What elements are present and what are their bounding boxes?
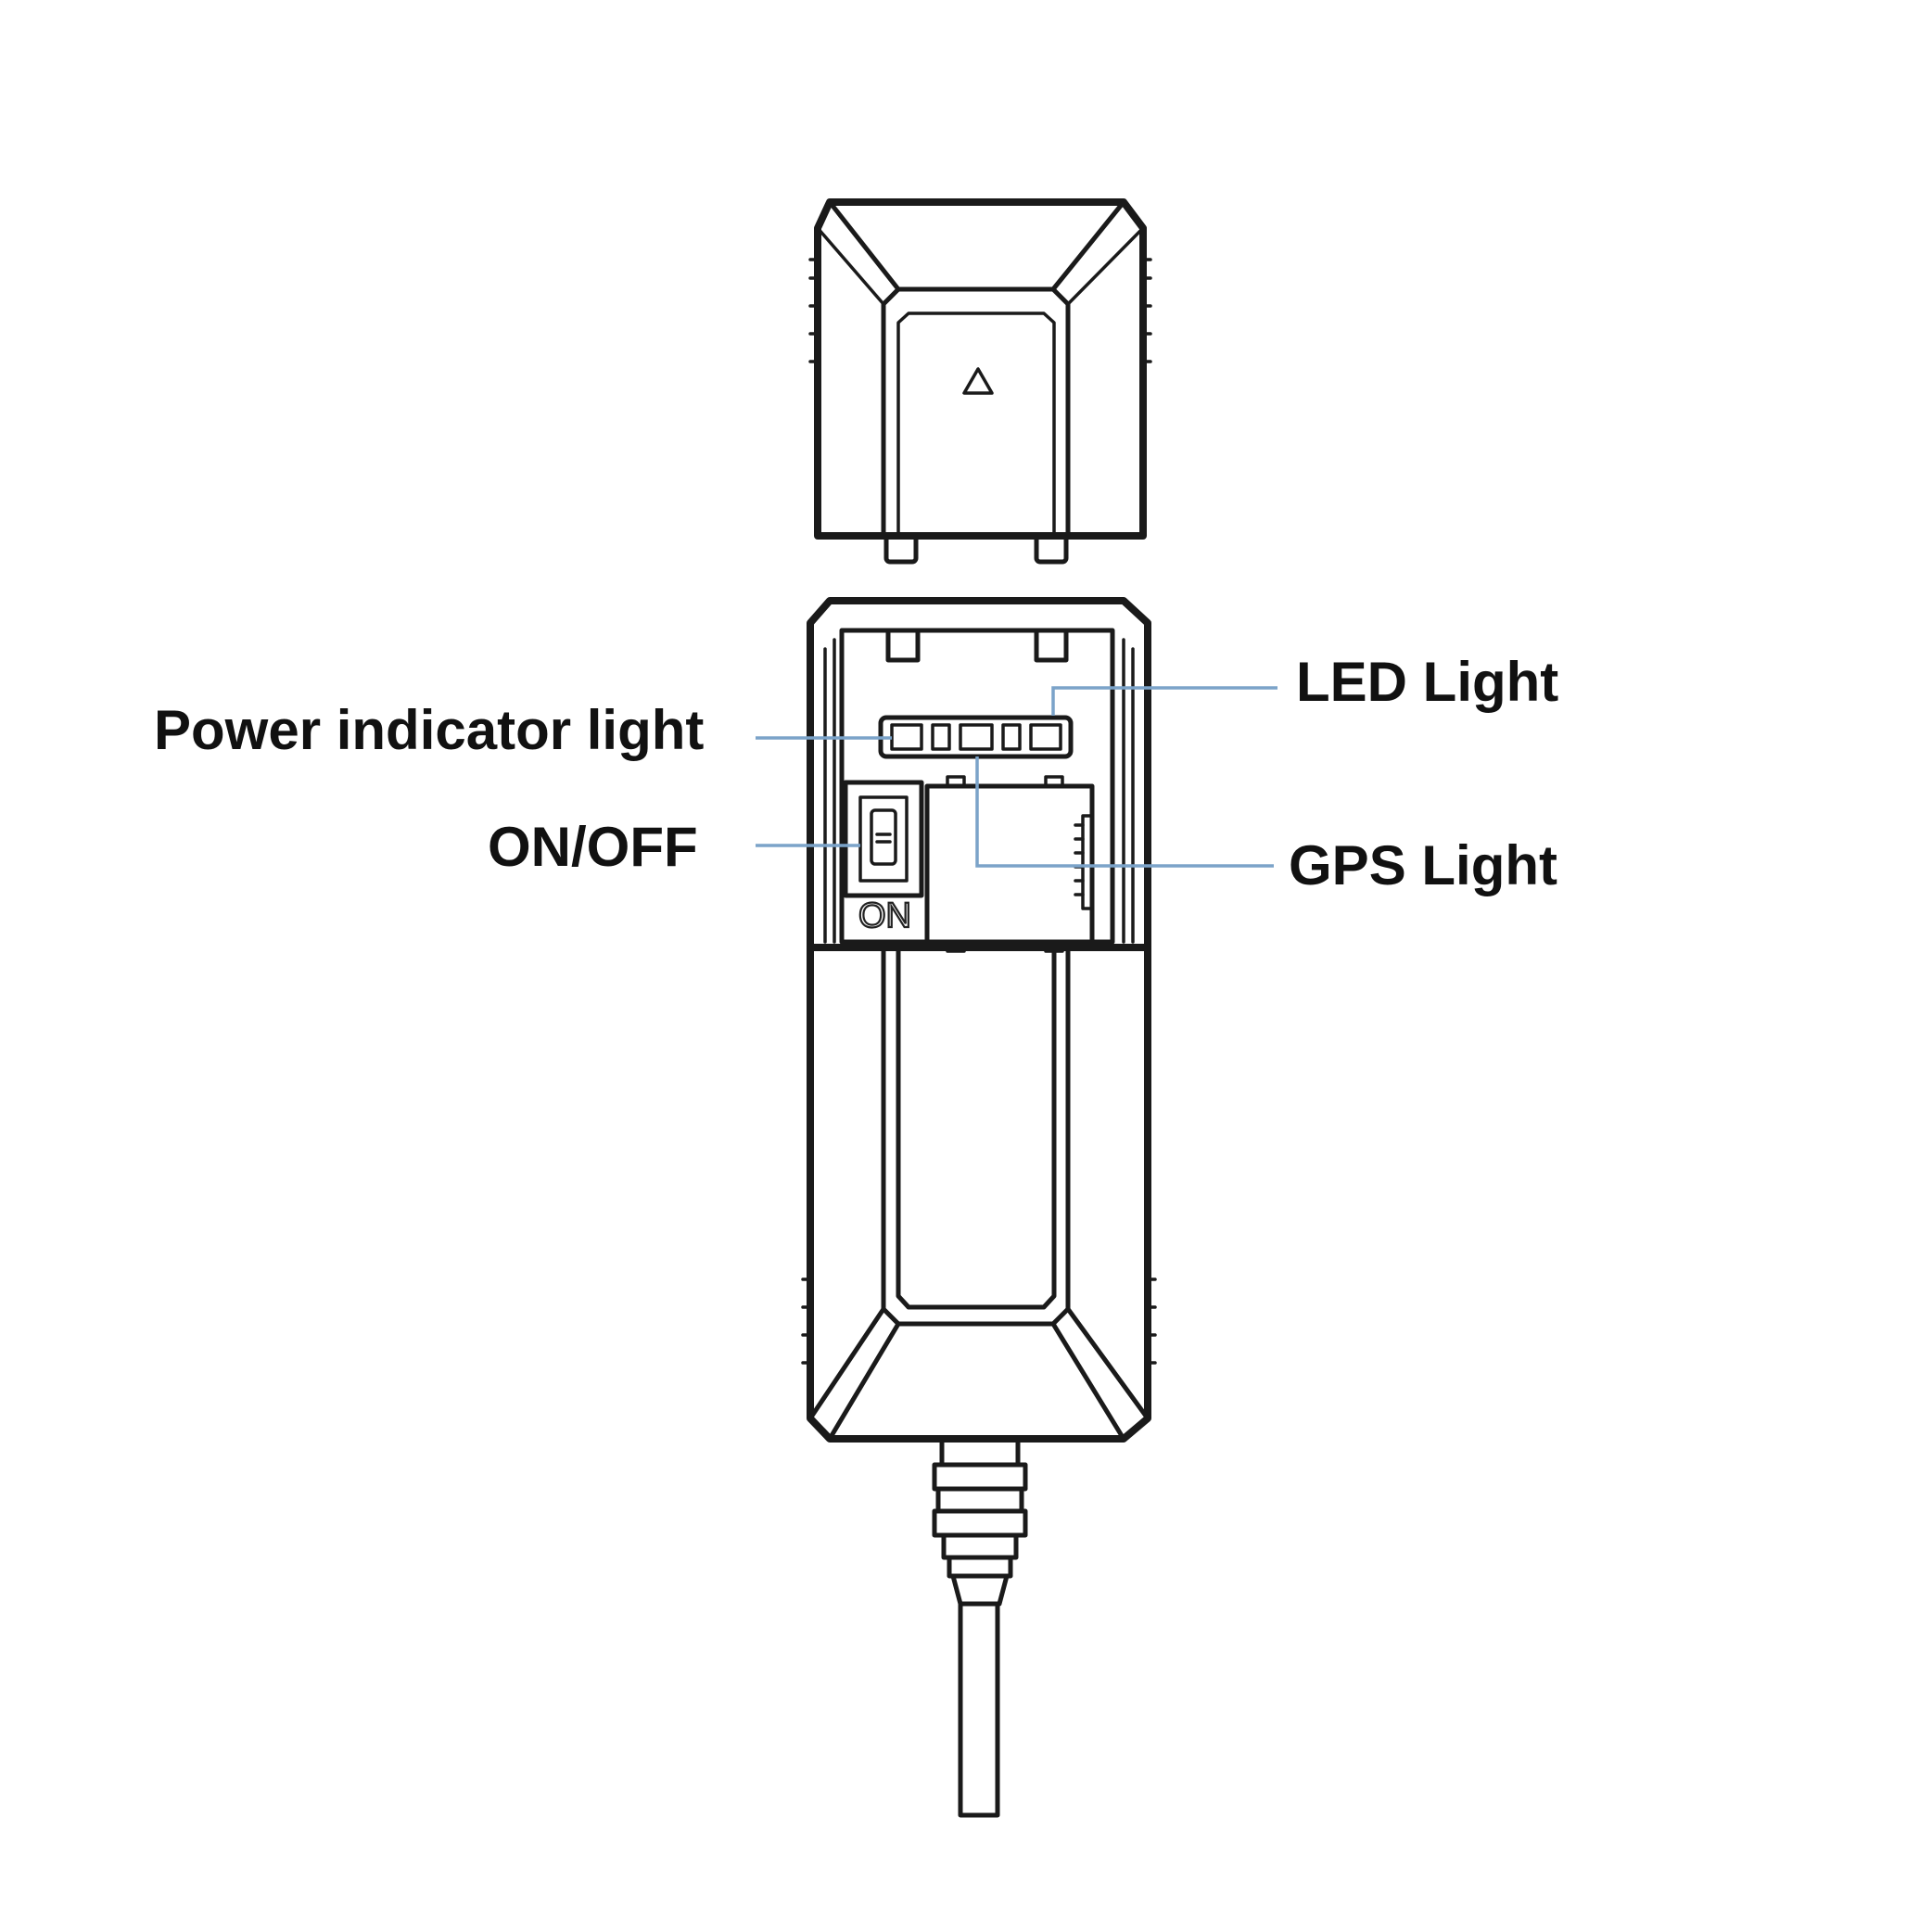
triangle-icon: [962, 367, 994, 395]
main-body: ON: [801, 597, 1157, 1443]
indicator-strip: [878, 715, 1074, 759]
switch-on-marking: ON: [858, 896, 911, 935]
leader-lines: [756, 686, 1277, 868]
label-on-off: ON/OFF: [488, 816, 698, 878]
led-indicator-light: [1029, 723, 1062, 751]
leader-gps-light: [975, 756, 1274, 868]
label-gps-light: GPS Light: [1289, 834, 1557, 896]
switch-slider[interactable]: [870, 808, 897, 866]
sim-card-slot: [924, 775, 1095, 953]
label-led-light: LED Light: [1296, 651, 1558, 713]
lid-clip-left: [883, 533, 919, 565]
power-switch[interactable]: ON: [843, 780, 924, 936]
power-indicator-light: [890, 723, 923, 751]
gps-indicator-light: [959, 723, 994, 751]
lid-clip-right: [1034, 533, 1069, 565]
label-power-indicator: Power indicator light: [154, 699, 704, 761]
power-cable: [932, 1436, 1028, 1818]
indicator-spacer: [1001, 723, 1022, 751]
indicator-spacer: [931, 723, 951, 751]
body-clip-right: [1034, 628, 1069, 663]
top-cover: [808, 198, 1152, 565]
leader-led-light: [1051, 686, 1277, 716]
body-clip-left: [885, 628, 921, 663]
